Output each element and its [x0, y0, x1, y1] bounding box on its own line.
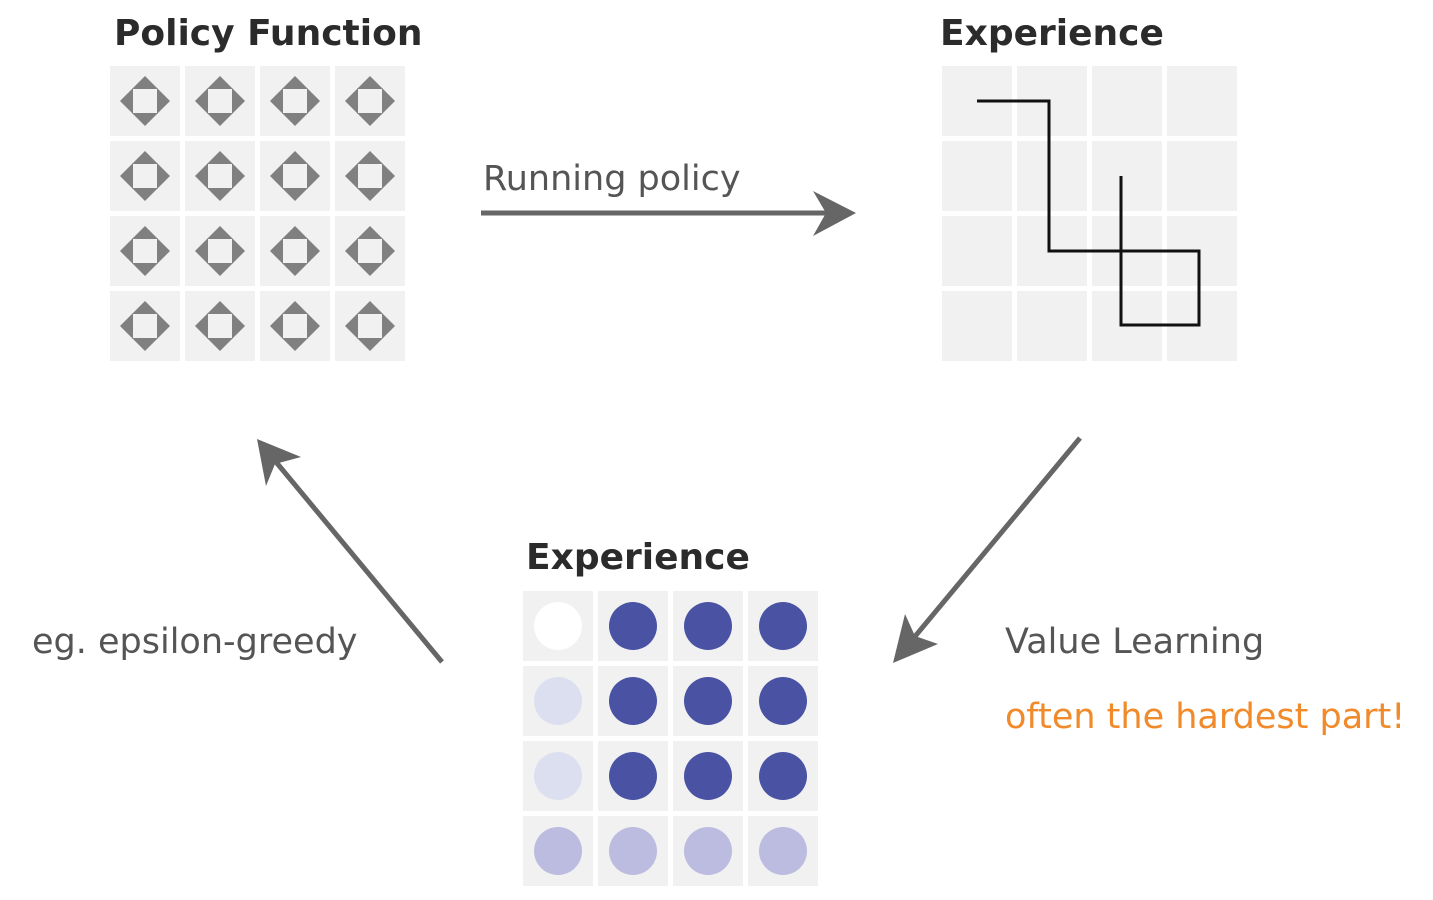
policy-cell — [185, 66, 255, 136]
value-cell — [748, 591, 818, 661]
experience-cell — [1167, 291, 1237, 361]
value-cell — [748, 666, 818, 736]
four-direction-arrows-icon — [195, 151, 245, 201]
policy-cell — [185, 291, 255, 361]
value-dot — [684, 677, 732, 725]
policy-function-title: Policy Function — [114, 13, 423, 54]
value-cell — [523, 741, 593, 811]
value-cell — [748, 741, 818, 811]
value-dot — [609, 827, 657, 875]
value-dot — [534, 752, 582, 800]
policy-cell — [260, 291, 330, 361]
policy-cell — [335, 216, 405, 286]
experience-cell — [1167, 216, 1237, 286]
four-direction-arrows-icon — [345, 76, 395, 126]
experience-cell — [942, 141, 1012, 211]
policy-cell — [260, 66, 330, 136]
value-dot — [684, 752, 732, 800]
experience-cell — [942, 291, 1012, 361]
four-direction-arrows-icon — [270, 301, 320, 351]
policy-cell — [110, 216, 180, 286]
policy-cell — [110, 141, 180, 211]
value-dot — [684, 827, 732, 875]
experience-cell — [1017, 291, 1087, 361]
experience-cell — [1167, 141, 1237, 211]
experience-cell — [942, 216, 1012, 286]
four-direction-arrows-icon — [195, 226, 245, 276]
policy-cell — [260, 216, 330, 286]
value-dot — [759, 602, 807, 650]
value-cell — [523, 591, 593, 661]
value-cell — [673, 666, 743, 736]
value-cell — [673, 741, 743, 811]
value-dot — [534, 677, 582, 725]
four-direction-arrows-icon — [120, 151, 170, 201]
experience-values-title: Experience — [526, 537, 750, 578]
value-dot — [534, 827, 582, 875]
value-cell — [598, 591, 668, 661]
four-direction-arrows-icon — [120, 76, 170, 126]
experience-cell — [942, 66, 1012, 136]
experience-cell — [1092, 216, 1162, 286]
value-cell — [748, 816, 818, 886]
four-direction-arrows-icon — [345, 226, 395, 276]
value-dot — [609, 602, 657, 650]
four-direction-arrows-icon — [195, 76, 245, 126]
hardest-part-note: often the hardest part! — [1005, 697, 1406, 737]
value-dot — [759, 827, 807, 875]
experience-cell — [1017, 216, 1087, 286]
four-direction-arrows-icon — [120, 301, 170, 351]
policy-cell — [335, 141, 405, 211]
four-direction-arrows-icon — [120, 226, 170, 276]
experience-cell — [1017, 66, 1087, 136]
four-direction-arrows-icon — [270, 76, 320, 126]
four-direction-arrows-icon — [270, 151, 320, 201]
value-cell — [673, 816, 743, 886]
experience-cell — [1167, 66, 1237, 136]
experience-cell — [1017, 141, 1087, 211]
value-cell — [598, 816, 668, 886]
value-learning-label: Value Learning — [1005, 622, 1265, 662]
value-cell — [523, 816, 593, 886]
four-direction-arrows-icon — [195, 301, 245, 351]
policy-cell — [185, 141, 255, 211]
experience-cell — [1092, 141, 1162, 211]
experience-trajectory-grid — [942, 66, 1237, 361]
policy-cell — [110, 291, 180, 361]
value-cell — [523, 666, 593, 736]
epsilon-greedy-label: eg. epsilon-greedy — [32, 622, 358, 662]
running-policy-label: Running policy — [483, 159, 741, 199]
value-cell — [598, 666, 668, 736]
value-dot — [759, 752, 807, 800]
policy-cell — [335, 291, 405, 361]
experience-cell — [1092, 66, 1162, 136]
value-dot — [759, 677, 807, 725]
policy-cell — [110, 66, 180, 136]
value-dot — [684, 602, 732, 650]
four-direction-arrows-icon — [270, 226, 320, 276]
value-dot — [609, 677, 657, 725]
value-dot — [534, 602, 582, 650]
experience-cell — [1092, 291, 1162, 361]
value-cell — [598, 741, 668, 811]
four-direction-arrows-icon — [345, 151, 395, 201]
policy-cell — [335, 66, 405, 136]
policy-grid — [110, 66, 405, 361]
four-direction-arrows-icon — [345, 301, 395, 351]
experience-trajectory-title: Experience — [940, 13, 1164, 54]
policy-cell — [185, 216, 255, 286]
experience-value-grid — [523, 591, 818, 886]
value-dot — [609, 752, 657, 800]
policy-cell — [260, 141, 330, 211]
value-cell — [673, 591, 743, 661]
